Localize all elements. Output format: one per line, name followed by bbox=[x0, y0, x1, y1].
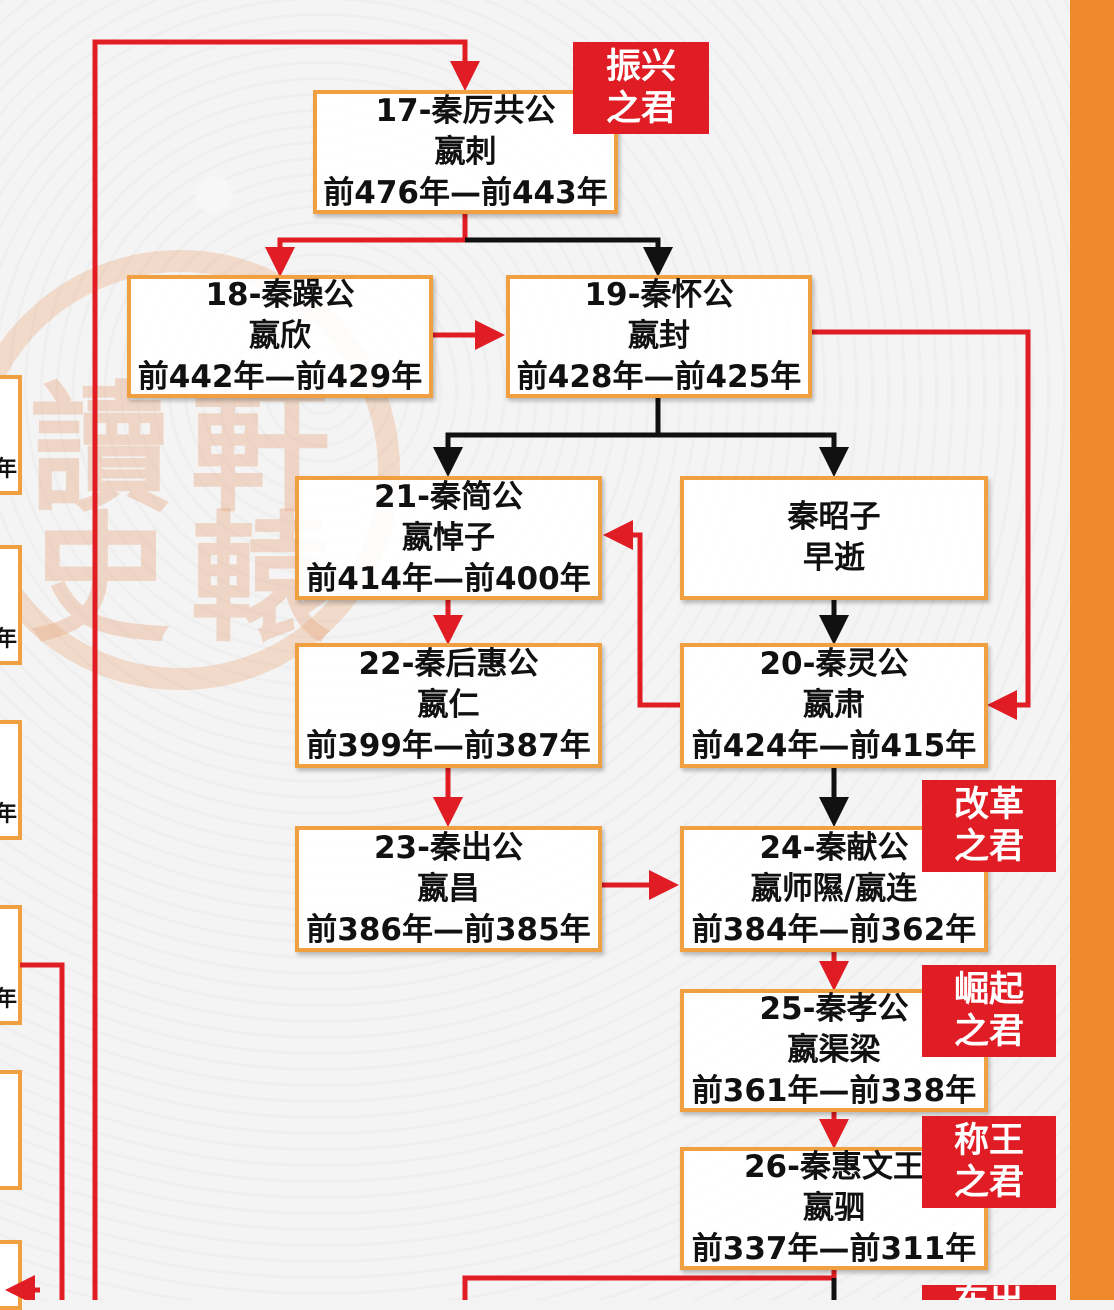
ruler-box-17: 17-秦厉共公 嬴刺 前476年—前443年 bbox=[313, 90, 618, 214]
side-partial-box: 年 bbox=[0, 375, 22, 495]
ruler-box-22: 22-秦后惠公 嬴仁 前399年—前387年 bbox=[295, 643, 602, 768]
arrow-line bbox=[812, 329, 1031, 720]
tag-line: 称王 bbox=[953, 1121, 1024, 1161]
tag-badge: 东出 bbox=[922, 1285, 1056, 1300]
arrow-line bbox=[462, 1270, 837, 1300]
ruler-title: 25-秦孝公 bbox=[759, 991, 909, 1027]
ruler-title: 21-秦简公 bbox=[373, 478, 523, 515]
ruler-title: 26-秦惠文王 bbox=[743, 1149, 924, 1185]
ruler-box-19: 19-秦怀公 嬴封 前428年—前425年 bbox=[506, 275, 812, 398]
tag-badge: 改革 之君 bbox=[922, 780, 1056, 872]
tag-line: 之君 bbox=[605, 89, 676, 129]
arrow-line bbox=[20, 962, 65, 1300]
tag-badge: 振兴 之君 bbox=[573, 42, 709, 134]
arrow-line bbox=[433, 398, 661, 477]
side-partial-box: 年 bbox=[0, 720, 22, 840]
side-partial-box: 年 bbox=[0, 545, 22, 665]
ruler-title: 22-秦后惠公 bbox=[358, 646, 539, 682]
ruler-name: 嬴昌 bbox=[417, 870, 480, 907]
tag-badge: 崛起 之君 bbox=[922, 965, 1056, 1057]
arrow-line bbox=[603, 520, 680, 708]
arrow-line bbox=[265, 214, 468, 277]
tag-line: 之君 bbox=[953, 1163, 1024, 1203]
tag-line: 振兴 bbox=[605, 47, 676, 87]
ruler-name: 嬴驷 bbox=[803, 1190, 865, 1226]
arrow-line bbox=[658, 432, 849, 477]
ruler-title: 24-秦献公 bbox=[759, 829, 909, 866]
ruler-title: 18-秦躁公 bbox=[205, 277, 355, 313]
side-box-text: 年 bbox=[0, 802, 17, 827]
ruler-years: 前476年—前443年 bbox=[323, 174, 608, 211]
ruler-box-18: 18-秦躁公 嬴欣 前442年—前429年 bbox=[127, 275, 433, 398]
tag-line: 崛起 bbox=[953, 970, 1024, 1010]
ruler-name: 嬴封 bbox=[628, 318, 690, 354]
ruler-name: 嬴渠梁 bbox=[787, 1032, 881, 1068]
ruler-name: 嬴悼子 bbox=[402, 519, 495, 556]
ruler-name: 早逝 bbox=[803, 540, 865, 576]
watermark-char: 史 bbox=[30, 498, 171, 662]
ruler-years: 前414年—前400年 bbox=[306, 560, 591, 597]
ruler-box-24: 24-秦献公 嬴师隰/嬴连 前384年—前362年 bbox=[680, 826, 988, 952]
ruler-years: 前399年—前387年 bbox=[306, 728, 591, 764]
ruler-years: 前386年—前385年 bbox=[306, 911, 591, 948]
tag-line: 东出 bbox=[954, 1285, 1024, 1300]
ruler-years: 前442年—前429年 bbox=[137, 359, 423, 395]
right-orange-band bbox=[1070, 0, 1114, 1300]
side-box-text: 年 bbox=[0, 987, 17, 1012]
ruler-name: 嬴欣 bbox=[249, 318, 311, 354]
ruler-name: 嬴仁 bbox=[417, 687, 480, 723]
side-box-text: 年 bbox=[0, 457, 17, 482]
ruler-years: 前337年—前311年 bbox=[691, 1231, 977, 1267]
ruler-box-26: 26-秦惠文王 嬴驷 前337年—前311年 bbox=[680, 1147, 988, 1270]
ruler-years: 前428年—前425年 bbox=[516, 359, 802, 395]
arrow-line bbox=[465, 237, 673, 277]
arrow-line bbox=[92, 39, 480, 1300]
ruler-name: 嬴肃 bbox=[803, 687, 865, 723]
ruler-name: 嬴刺 bbox=[434, 133, 497, 170]
ruler-box-23: 23-秦出公 嬴昌 前386年—前385年 bbox=[295, 826, 602, 952]
ruler-years: 前424年—前415年 bbox=[691, 728, 977, 764]
tag-line: 之君 bbox=[953, 827, 1024, 867]
side-partial-box bbox=[0, 1070, 22, 1190]
ruler-title: 17-秦厉共公 bbox=[375, 92, 556, 129]
ruler-years: 前384年—前362年 bbox=[691, 911, 977, 948]
tag-line: 改革 bbox=[953, 785, 1024, 825]
tag-line: 之君 bbox=[953, 1012, 1024, 1052]
tag-badge: 称王 之君 bbox=[922, 1116, 1056, 1208]
watermark-char: 讀 bbox=[30, 368, 171, 532]
ruler-box-20: 20-秦灵公 嬴肃 前424年—前415年 bbox=[680, 643, 988, 768]
side-box-text: 年 bbox=[0, 627, 17, 652]
ruler-name: 嬴师隰/嬴连 bbox=[750, 870, 918, 907]
ruler-years: 前361年—前338年 bbox=[691, 1073, 977, 1109]
ruler-title: 秦昭子 bbox=[787, 499, 881, 535]
ruler-box-21: 21-秦简公 嬴悼子 前414年—前400年 bbox=[295, 476, 602, 600]
ruler-title: 23-秦出公 bbox=[373, 829, 523, 866]
ruler-title: 20-秦灵公 bbox=[759, 646, 909, 682]
ruler-title: 19-秦怀公 bbox=[584, 277, 734, 313]
ruler-box-zhaozi: 秦昭子 早逝 bbox=[680, 476, 988, 600]
